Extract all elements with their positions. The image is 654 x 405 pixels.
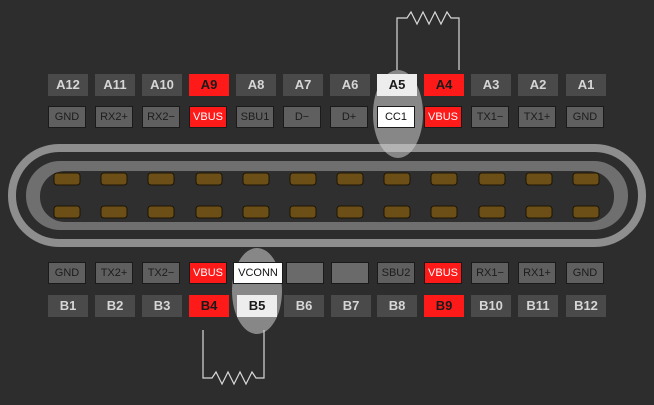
contact-pad-bottom-4 xyxy=(195,205,223,219)
function-b2: TX2+ xyxy=(95,262,133,284)
contact-pad-top-2 xyxy=(100,172,128,186)
function-a10: RX2− xyxy=(142,106,180,128)
function-b3: TX2− xyxy=(142,262,180,284)
function-a4: VBUS xyxy=(424,106,462,128)
contact-pad-top-11 xyxy=(525,172,553,186)
pin-b7: B7 xyxy=(331,295,371,317)
function-a12: GND xyxy=(48,106,86,128)
function-b1: GND xyxy=(48,262,86,284)
contact-pad-top-9 xyxy=(430,172,458,186)
contact-pad-bottom-3 xyxy=(147,205,175,219)
function-b4: VBUS xyxy=(189,262,227,284)
contact-pad-bottom-12 xyxy=(572,205,600,219)
connector-tongue xyxy=(40,171,614,222)
contact-pad-bottom-2 xyxy=(100,205,128,219)
pin-b6: B6 xyxy=(284,295,324,317)
contact-pad-top-8 xyxy=(383,172,411,186)
function-b11: RX1+ xyxy=(518,262,556,284)
pin-a4: A4 xyxy=(424,74,464,96)
pin-a11: A11 xyxy=(95,74,135,96)
contact-pad-bottom-1 xyxy=(53,205,81,219)
pin-b9: B9 xyxy=(424,295,464,317)
pin-b12: B12 xyxy=(566,295,606,317)
contact-pad-top-6 xyxy=(289,172,317,186)
function-a11: RX2+ xyxy=(95,106,133,128)
contact-pad-top-10 xyxy=(478,172,506,186)
function-b7 xyxy=(331,262,369,284)
pin-a3: A3 xyxy=(471,74,511,96)
contact-pad-bottom-9 xyxy=(430,205,458,219)
pin-b4: B4 xyxy=(189,295,229,317)
function-b10: RX1− xyxy=(471,262,509,284)
function-a6: D+ xyxy=(330,106,368,128)
pin-a10: A10 xyxy=(142,74,182,96)
pin-b1: B1 xyxy=(48,295,88,317)
contact-pad-bottom-6 xyxy=(289,205,317,219)
pin-b10: B10 xyxy=(471,295,511,317)
contact-pad-bottom-7 xyxy=(336,205,364,219)
function-b6 xyxy=(286,262,324,284)
function-a3: TX1− xyxy=(471,106,509,128)
pin-b5: B5 xyxy=(237,295,277,317)
function-a7: D− xyxy=(283,106,321,128)
contact-pad-top-4 xyxy=(195,172,223,186)
resistor-icon-top xyxy=(396,10,460,70)
pin-a7: A7 xyxy=(283,74,323,96)
function-b12: GND xyxy=(566,262,604,284)
pin-a12: A12 xyxy=(48,74,88,96)
pin-b11: B11 xyxy=(518,295,558,317)
function-b9: VBUS xyxy=(424,262,462,284)
contact-pad-bottom-11 xyxy=(525,205,553,219)
function-a2: TX1+ xyxy=(518,106,556,128)
pin-a5: A5 xyxy=(377,74,417,96)
highlight-ellipse-b5 xyxy=(232,248,282,334)
pin-a2: A2 xyxy=(518,74,558,96)
pin-b2: B2 xyxy=(95,295,135,317)
function-b8: SBU2 xyxy=(377,262,415,284)
contact-pad-top-5 xyxy=(242,172,270,186)
pin-a8: A8 xyxy=(236,74,276,96)
contact-pad-top-12 xyxy=(572,172,600,186)
function-a9: VBUS xyxy=(189,106,227,128)
resistor-icon-bottom xyxy=(202,330,265,386)
contact-pad-top-3 xyxy=(147,172,175,186)
contact-group xyxy=(53,172,600,219)
contact-pad-bottom-10 xyxy=(478,205,506,219)
pin-b3: B3 xyxy=(142,295,182,317)
contact-pad-bottom-8 xyxy=(383,205,411,219)
pin-a6: A6 xyxy=(330,74,370,96)
function-b5: VCONN xyxy=(233,262,283,284)
contact-pad-top-7 xyxy=(336,172,364,186)
function-a1: GND xyxy=(566,106,604,128)
function-a5: CC1 xyxy=(377,106,415,128)
pin-a1: A1 xyxy=(566,74,606,96)
contact-pad-bottom-5 xyxy=(242,205,270,219)
pin-b8: B8 xyxy=(377,295,417,317)
contact-pad-top-1 xyxy=(53,172,81,186)
pin-a9: A9 xyxy=(189,74,229,96)
function-a8: SBU1 xyxy=(236,106,274,128)
